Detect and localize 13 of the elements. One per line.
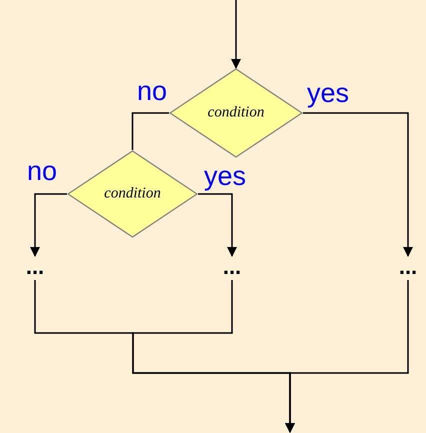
arrow: [231, 0, 241, 69]
condition-text: condition: [208, 104, 264, 122]
ellipsis-text: ...: [15, 256, 55, 280]
ellipsis-text: ...: [212, 256, 252, 280]
decision-diamond: [67, 150, 198, 238]
arrow: [30, 193, 67, 257]
arrow: [285, 280, 409, 433]
connector-line: [132, 112, 169, 150]
decision-diamond: [169, 68, 303, 158]
ellipsis-text: ...: [390, 256, 426, 280]
arrow: [303, 112, 413, 257]
arrow: [198, 193, 237, 257]
condition-text: condition: [104, 186, 161, 202]
